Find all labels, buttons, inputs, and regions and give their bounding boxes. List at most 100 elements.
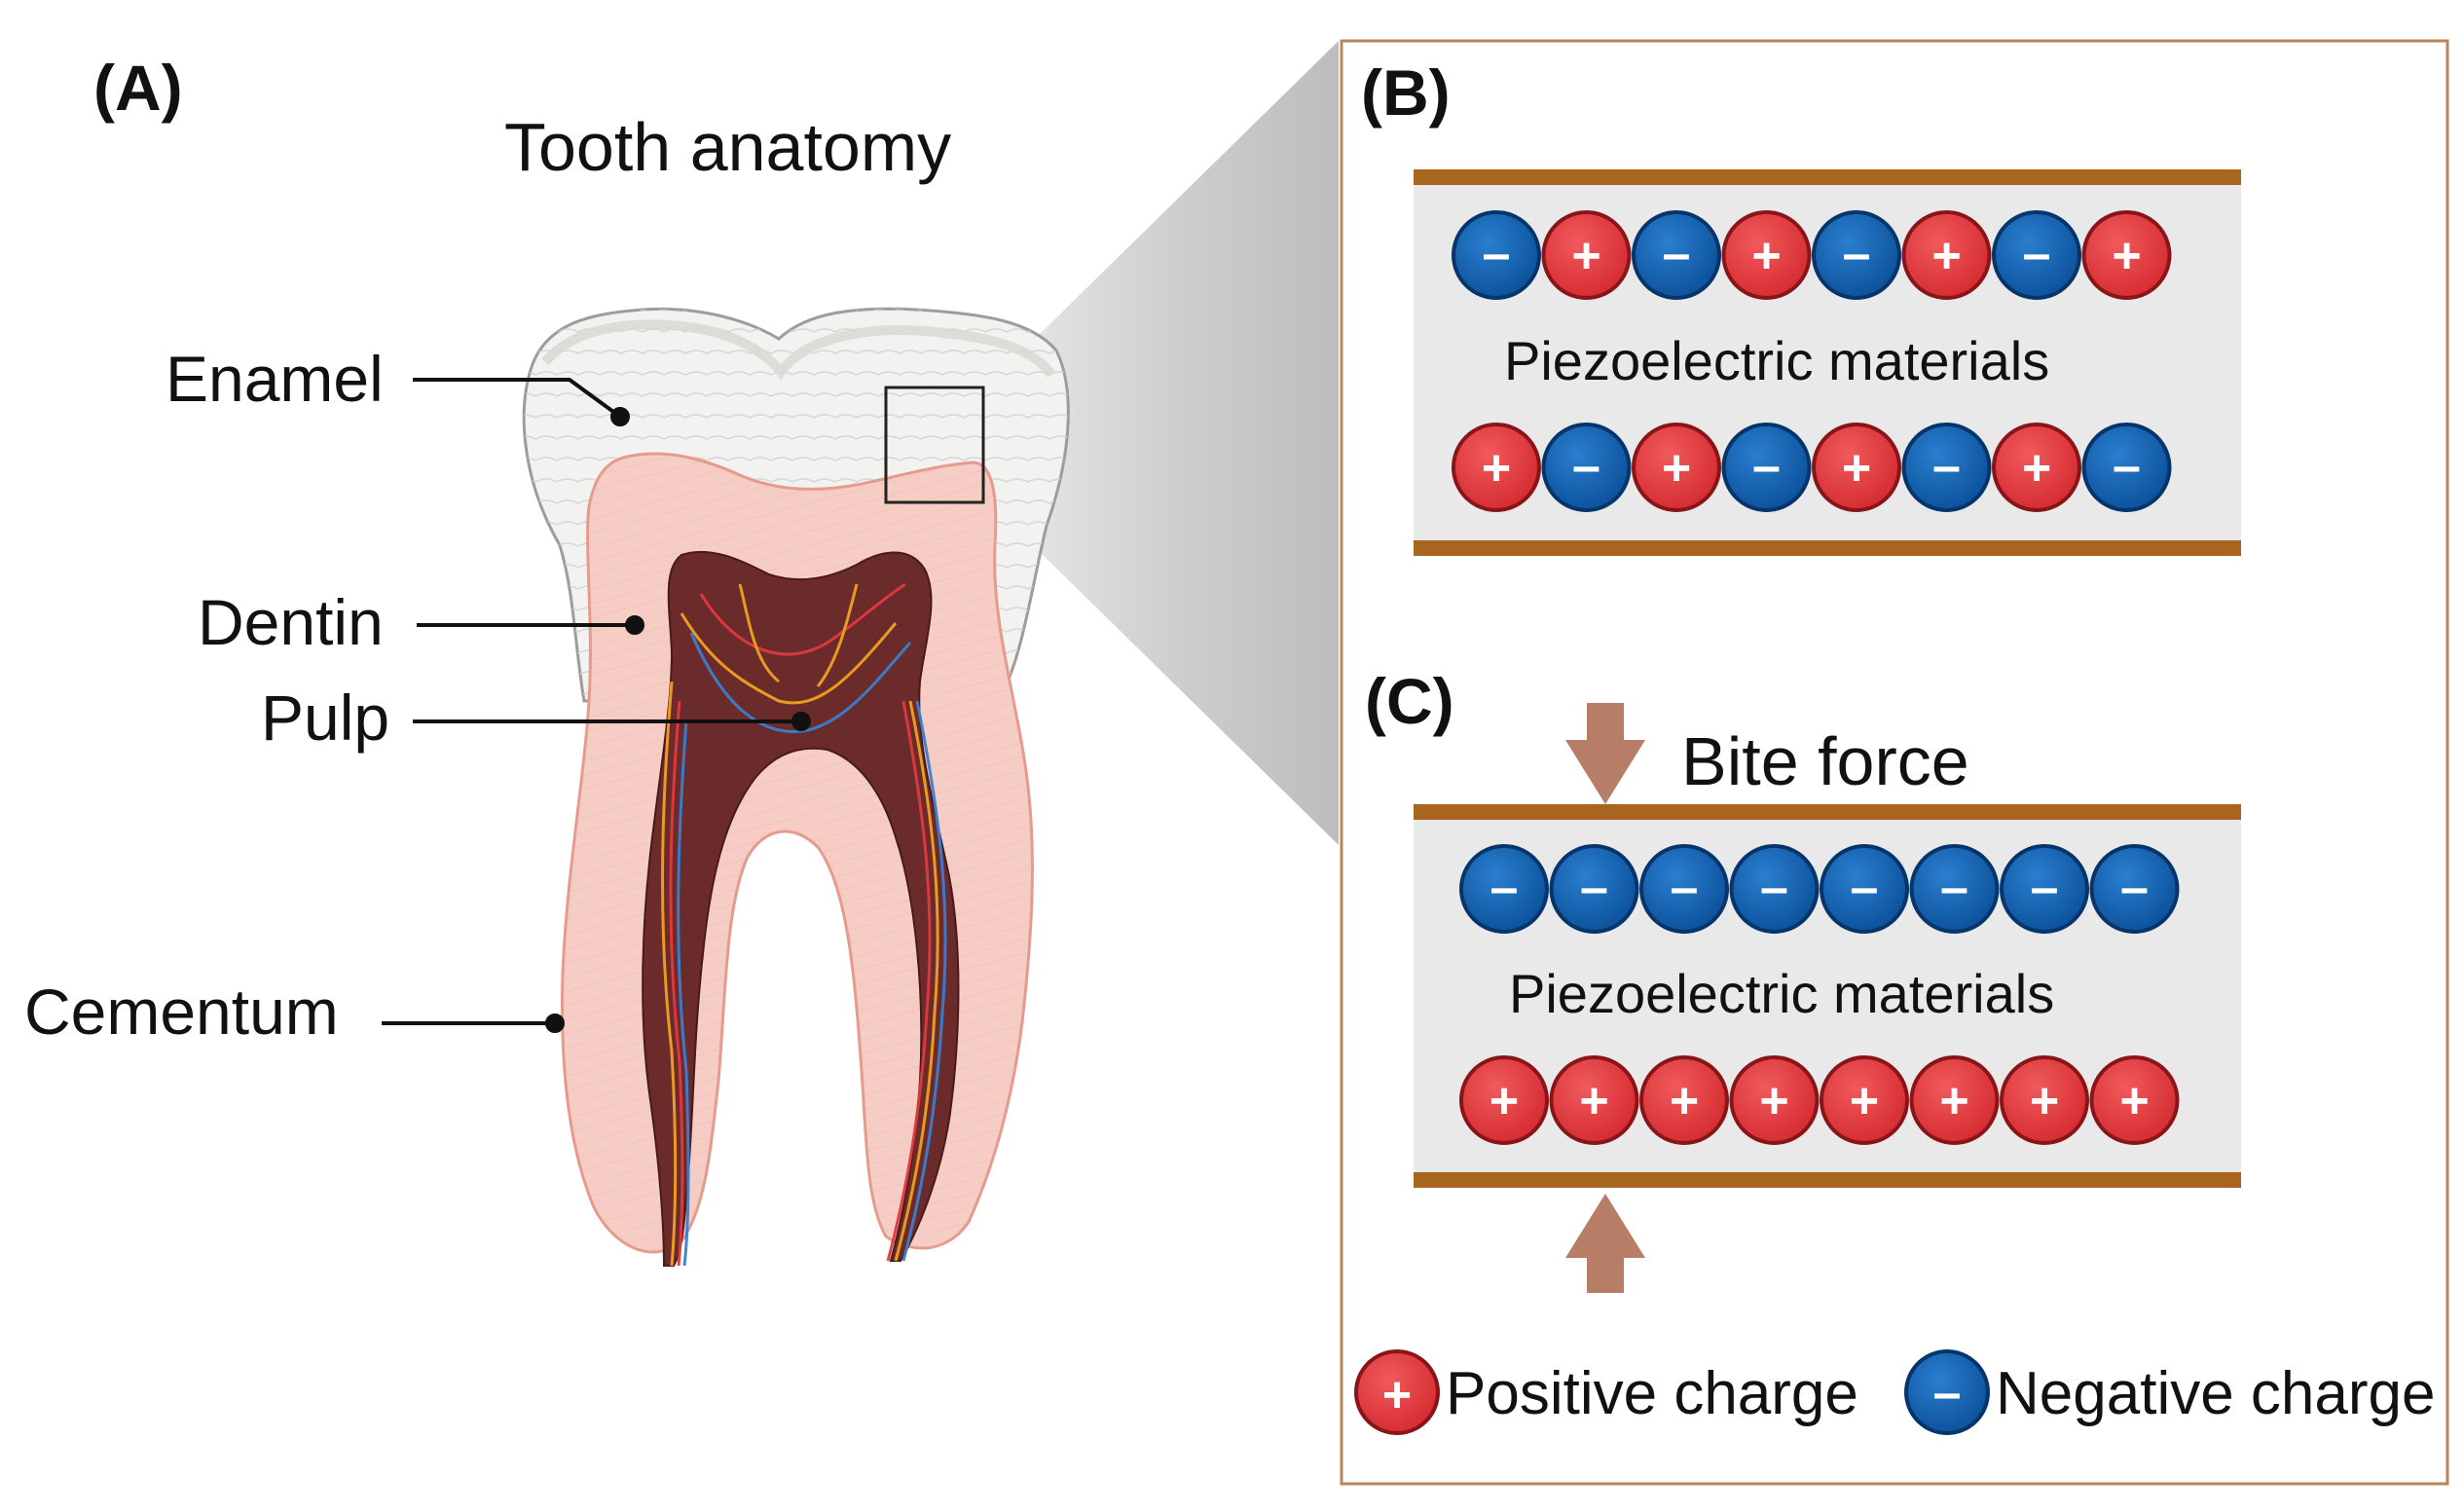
- positive-charge-symbol: +: [1579, 1073, 1608, 1129]
- positive-charge-symbol: +: [1759, 1073, 1788, 1129]
- negative-charge-icon: [2081, 423, 2172, 512]
- negative-charge-symbol: –: [1572, 438, 1600, 495]
- negative-charge-symbol: –: [1932, 438, 1961, 495]
- positive-charge-symbol: +: [2022, 440, 2051, 497]
- negative-charge-symbol: –: [1843, 226, 1871, 282]
- negative-charge-icon: [1992, 210, 2081, 300]
- panel-b-bottom-plate: [1414, 540, 2241, 556]
- pulp-chamber: [642, 550, 960, 1267]
- negative-charge-icon: [1541, 423, 1632, 512]
- label-enamel: Enamel: [165, 343, 384, 415]
- panel-c-top-charge-row: ––––––––: [1459, 844, 2180, 934]
- negative-charge-symbol: –: [1663, 226, 1691, 282]
- positive-charge-icon: [1549, 1055, 1639, 1145]
- panel-a: (A) Tooth anatomy: [24, 41, 1339, 1267]
- label-dentin: Dentin: [198, 586, 384, 658]
- positive-charge-symbol: +: [1850, 1073, 1879, 1129]
- positive-charge-symbol: +: [1842, 440, 1871, 497]
- negative-charge-icon: [2000, 844, 2089, 934]
- positive-charge-symbol: +: [2119, 1073, 2149, 1129]
- negative-charge-icon: [1632, 210, 1721, 300]
- panel-b-top-charge-row: – + – + – + – +: [1452, 210, 2172, 300]
- charge-legend: + Positive charge – Negative charge: [1354, 1349, 2436, 1435]
- anatomy-leaders: [382, 378, 811, 1033]
- negative-charge-symbol: –: [1483, 226, 1511, 282]
- positive-charge-icon: [1812, 423, 1901, 512]
- positive-charge-symbol: +: [1482, 440, 1511, 497]
- panel-b-material-label: Piezoelectric materials: [1504, 330, 2049, 391]
- panel-c-bottom-plate: [1414, 1172, 2241, 1188]
- negative-charge-icon: [1639, 844, 1729, 934]
- legend-positive-symbol: +: [1382, 1367, 1412, 1423]
- negative-charge-symbol: –: [2031, 860, 2059, 916]
- panel-c-label: (C): [1365, 665, 1454, 737]
- pulp-vessels: [661, 582, 947, 1267]
- negative-charge-symbol: –: [1940, 860, 1968, 916]
- panel-b: (B) – + – + – + – + + – + – + – + – Piezoelectric mate…: [1361, 56, 2241, 556]
- negative-charge-icon: [1820, 844, 1909, 934]
- zoom-box: [884, 386, 985, 504]
- negative-charge-icon: [1549, 844, 1639, 934]
- bite-force-label: Bite force: [1681, 723, 1969, 799]
- positive-charge-icon: [2000, 1055, 2089, 1145]
- positive-charge-icon: [1459, 1055, 1549, 1145]
- negative-charge-icon: [1721, 423, 1812, 512]
- positive-charge-icon: [1721, 210, 1812, 300]
- panel-c-material-label: Piezoelectric materials: [1509, 963, 2054, 1024]
- legend-negative-label: Negative charge: [1996, 1360, 2436, 1427]
- positive-charge-icon: [2089, 1055, 2180, 1145]
- panel-c-bottom-charge-row: + + + + + + + +: [1459, 1055, 2180, 1145]
- label-pulp: Pulp: [261, 682, 389, 754]
- legend-negative-symbol: –: [1933, 1365, 1962, 1421]
- negative-charge-symbol: –: [1851, 860, 1879, 916]
- negative-charge-symbol: –: [1490, 860, 1519, 916]
- panel-a-label: (A): [93, 52, 183, 124]
- negative-charge-symbol: –: [2023, 226, 2051, 282]
- negative-charge-icon: [1452, 210, 1541, 300]
- bite-force-top-arrow: [1565, 703, 1645, 804]
- positive-charge-symbol: +: [1662, 440, 1691, 497]
- positive-charge-icon: [1901, 210, 1992, 300]
- positive-charge-icon: [1992, 423, 2081, 512]
- legend-negative-icon: [1904, 1349, 1990, 1435]
- dentin-texture: [562, 454, 1033, 1253]
- legend-positive-icon: [1354, 1349, 1440, 1435]
- panel-c-top-plate: [1414, 804, 2241, 820]
- negative-charge-icon: [1909, 844, 2000, 934]
- negative-charge-symbol: –: [1671, 860, 1699, 916]
- positive-charge-icon: [1452, 423, 1541, 512]
- positive-charge-symbol: +: [2030, 1073, 2059, 1129]
- legend-positive-label: Positive charge: [1446, 1360, 1858, 1427]
- negative-charge-icon: [1812, 210, 1901, 300]
- positive-charge-symbol: +: [1931, 228, 1961, 284]
- negative-charge-symbol: –: [2120, 860, 2149, 916]
- label-cementum: Cementum: [24, 976, 339, 1048]
- positive-charge-symbol: +: [1939, 1073, 1968, 1129]
- positive-charge-icon: [2081, 210, 2172, 300]
- positive-charge-symbol: +: [1751, 228, 1781, 284]
- panel-b-label: (B): [1361, 56, 1451, 129]
- negative-charge-symbol: –: [1760, 860, 1788, 916]
- negative-charge-icon: [1459, 844, 1549, 934]
- positive-charge-symbol: +: [2112, 228, 2141, 284]
- negative-charge-icon: [1729, 844, 1820, 934]
- positive-charge-icon: [1632, 423, 1721, 512]
- positive-charge-icon: [1729, 1055, 1820, 1145]
- negative-charge-symbol: –: [2113, 438, 2141, 495]
- negative-charge-symbol: –: [1580, 860, 1608, 916]
- positive-charge-symbol: +: [1670, 1073, 1699, 1129]
- negative-charge-symbol: –: [1752, 438, 1781, 495]
- crown-cusp-highlight: [541, 319, 1056, 381]
- panel-a-title: Tooth anatomy: [504, 109, 951, 185]
- negative-charge-icon: [2089, 844, 2180, 934]
- zoom-cone: [985, 41, 1339, 845]
- positive-charge-icon: [1909, 1055, 2000, 1145]
- positive-charge-symbol: +: [1571, 228, 1600, 284]
- positive-charge-icon: [1639, 1055, 1729, 1145]
- panel-b-top-plate: [1414, 169, 2241, 185]
- positive-charge-symbol: +: [1489, 1073, 1519, 1129]
- bite-force-bottom-arrow: [1565, 1194, 1645, 1293]
- negative-charge-icon: [1901, 423, 1992, 512]
- panel-b-bottom-charge-row: + – + – + – + –: [1452, 423, 2172, 512]
